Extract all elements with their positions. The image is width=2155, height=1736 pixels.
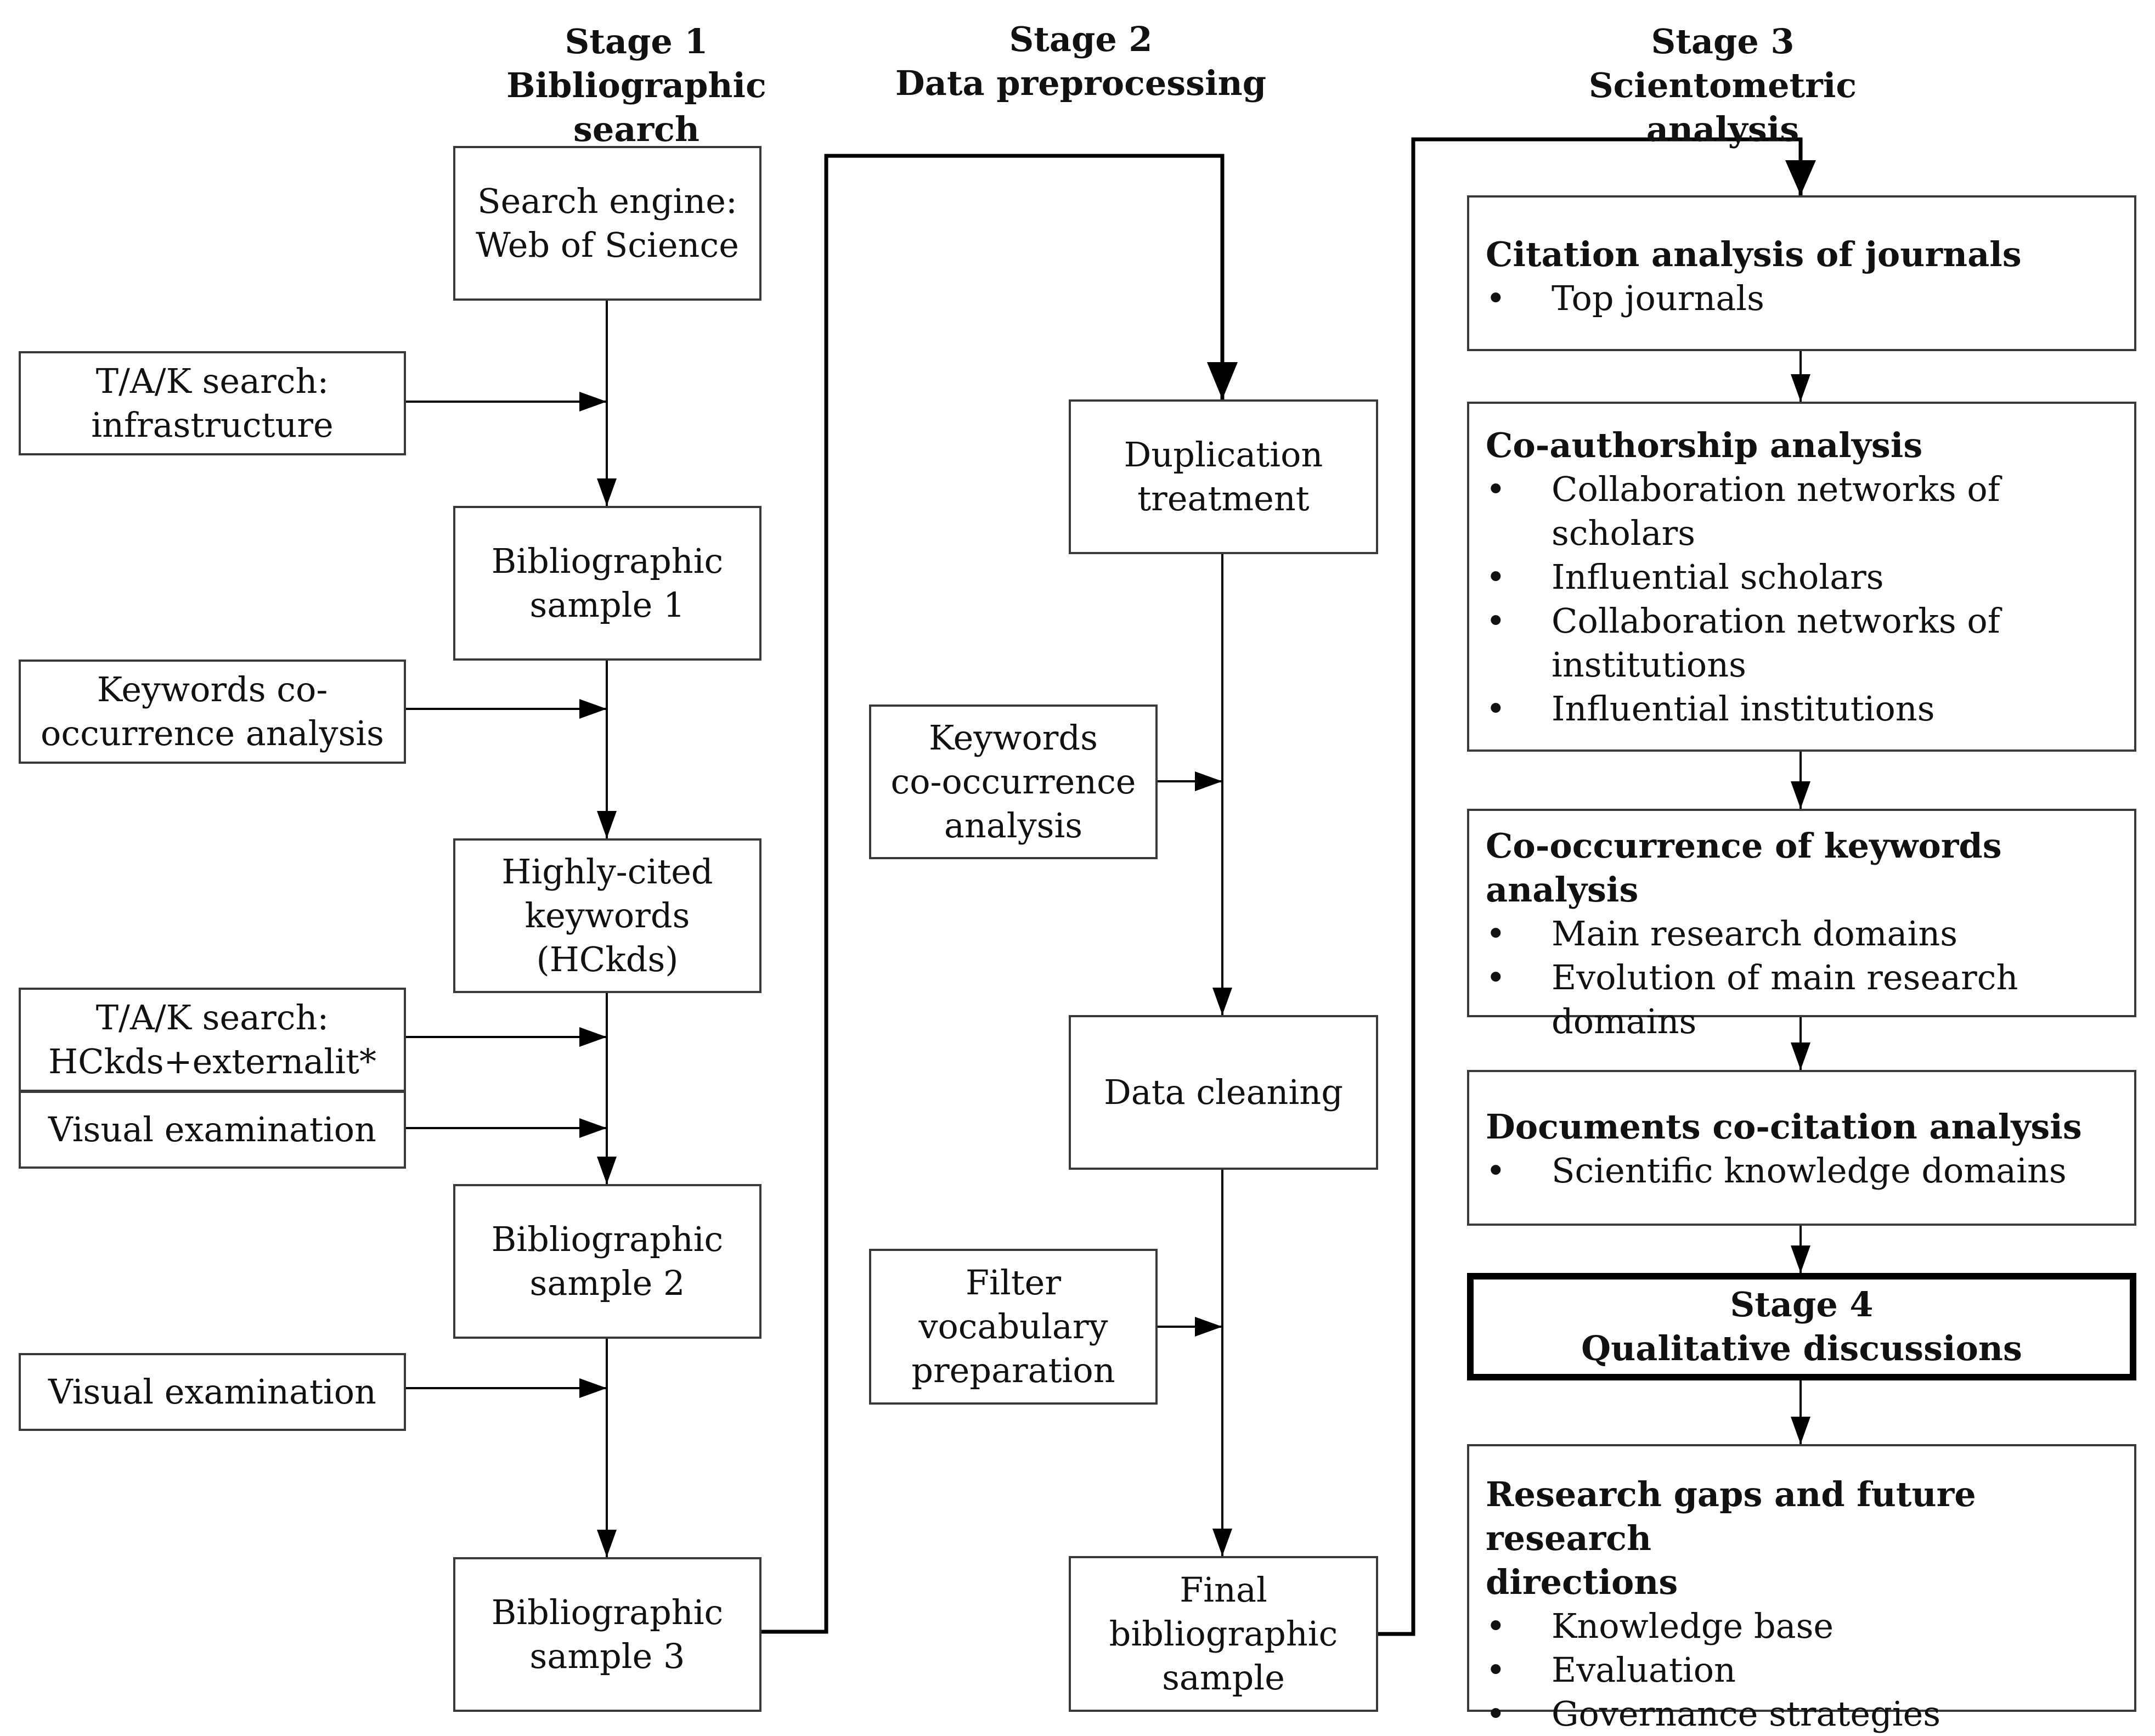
research-gaps-list: Knowledge base Evaluation Governance str… bbox=[1486, 1604, 1940, 1736]
filter-vocabulary-label: Filter vocabulary preparation bbox=[911, 1262, 1115, 1390]
list-item: Scientific knowledge domains bbox=[1486, 1149, 2067, 1193]
coauthorship-heading: Co-authorship analysis bbox=[1486, 425, 1923, 465]
visual-examination-box-2: Visual examination bbox=[19, 1353, 406, 1431]
citation-analysis-heading: Citation analysis of journals bbox=[1486, 234, 2022, 274]
keywords-cooccurrence-box-2: Keywords co-occurrence analysis bbox=[869, 704, 1158, 859]
duplication-treatment-label: Duplication treatment bbox=[1124, 435, 1323, 518]
list-item: Main research domains bbox=[1486, 912, 2018, 956]
keywords-cooccurrence-label-1: Keywords co- occurrence analysis bbox=[41, 669, 384, 753]
visual-examination-label-1: Visual examination bbox=[48, 1109, 376, 1149]
stage-4-label: Stage 4 Qualitative discussions bbox=[1581, 1284, 2022, 1368]
bibliographic-sample-2-label: Bibliographic sample 2 bbox=[491, 1219, 724, 1303]
stage-2-title: Stage 2 Data preprocessing bbox=[895, 19, 1267, 103]
bibliographic-sample-1-label: Bibliographic sample 1 bbox=[491, 541, 724, 625]
visual-examination-label-2: Visual examination bbox=[48, 1372, 376, 1412]
tak-hckds-box: T/A/K search: HCkds+externalit* bbox=[19, 988, 406, 1092]
cooccurrence-list: Main research domains Evolution of main … bbox=[1486, 912, 2018, 1044]
tak-infrastructure-box: T/A/K search: infrastructure bbox=[19, 351, 406, 455]
highly-cited-keywords-label: Highly-cited keywords (HCkds) bbox=[501, 852, 713, 979]
bibliographic-sample-3-box: Bibliographic sample 3 bbox=[453, 1557, 761, 1712]
coauthorship-analysis-panel: Co-authorship analysis Collaboration net… bbox=[1467, 402, 2136, 752]
cocitation-analysis-panel: Documents co-citation analysis Scientifi… bbox=[1467, 1070, 2136, 1226]
list-item: Evolution of main research domains bbox=[1486, 956, 2018, 1044]
stage-3-title: Stage 3 Scientometric analysis bbox=[1588, 21, 1857, 149]
keywords-cooccurrence-box-1: Keywords co- occurrence analysis bbox=[19, 660, 406, 764]
cocitation-heading: Documents co-citation analysis bbox=[1486, 1107, 2082, 1147]
search-engine-label: Search engine: Web of Science bbox=[476, 181, 739, 265]
cooccurrence-heading: Co-occurrence of keywords analysis bbox=[1486, 826, 2002, 910]
research-gaps-heading: Research gaps and future research direct… bbox=[1486, 1474, 1976, 1602]
citation-analysis-panel: Citation analysis of journals Top journa… bbox=[1467, 195, 2136, 351]
highly-cited-keywords-box: Highly-cited keywords (HCkds) bbox=[453, 838, 761, 993]
list-item: Knowledge base bbox=[1486, 1604, 1940, 1648]
cocitation-list: Scientific knowledge domains bbox=[1486, 1149, 2067, 1193]
cooccurrence-analysis-panel: Co-occurrence of keywords analysis Main … bbox=[1467, 809, 2136, 1041]
bibliographic-sample-3-label: Bibliographic sample 3 bbox=[491, 1592, 724, 1676]
tak-infrastructure-label: T/A/K search: infrastructure bbox=[91, 361, 334, 445]
filter-vocabulary-box: Filter vocabulary preparation bbox=[869, 1249, 1158, 1405]
data-cleaning-label: Data cleaning bbox=[1104, 1072, 1343, 1112]
list-item: Influential institutions bbox=[1486, 687, 2000, 731]
list-item: Governance strategies bbox=[1486, 1692, 1940, 1736]
keywords-cooccurrence-label-2: Keywords co-occurrence analysis bbox=[890, 718, 1136, 846]
final-bibliographic-sample-label: Final bibliographic sample bbox=[1109, 1570, 1338, 1698]
list-item: Collaboration networks of institutions bbox=[1486, 599, 2000, 687]
bibliographic-sample-2-box: Bibliographic sample 2 bbox=[453, 1184, 761, 1339]
search-engine-box: Search engine: Web of Science bbox=[453, 146, 761, 301]
stage-4-box: Stage 4 Qualitative discussions bbox=[1467, 1273, 2136, 1380]
list-item: Influential scholars bbox=[1486, 555, 2000, 599]
visual-examination-box-1: Visual examination bbox=[19, 1091, 406, 1169]
coauthorship-list: Collaboration networks of scholars Influ… bbox=[1486, 467, 2000, 731]
bibliographic-sample-1-box: Bibliographic sample 1 bbox=[453, 506, 761, 661]
list-item: Evaluation bbox=[1486, 1648, 1940, 1692]
list-item: Collaboration networks of scholars bbox=[1486, 467, 2000, 555]
list-item: Top journals bbox=[1486, 277, 1764, 320]
tak-hckds-label: T/A/K search: HCkds+externalit* bbox=[48, 997, 376, 1081]
research-gaps-panel: Research gaps and future research direct… bbox=[1467, 1444, 2136, 1736]
citation-analysis-list: Top journals bbox=[1486, 277, 1764, 320]
stage-1-title: Stage 1 Bibliographic search bbox=[506, 21, 766, 149]
duplication-treatment-box: Duplication treatment bbox=[1069, 399, 1378, 554]
data-cleaning-box: Data cleaning bbox=[1069, 1015, 1378, 1170]
final-bibliographic-sample-box: Final bibliographic sample bbox=[1069, 1556, 1378, 1712]
